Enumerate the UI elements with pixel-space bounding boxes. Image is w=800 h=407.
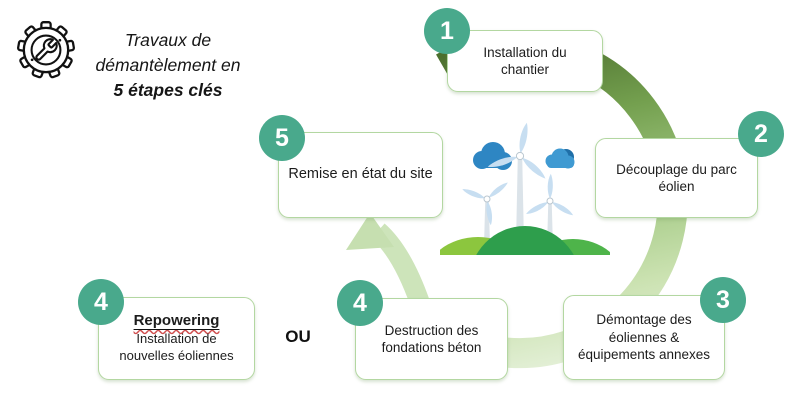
step-label-line: Découplage du parc [616,161,737,177]
page-title: Travaux de démantèlement en 5 étapes clé… [68,28,268,103]
step-label-line: éoliennes & [608,329,680,345]
title-line-emphasis: 5 étapes clés [113,80,223,100]
title-line: Travaux de [124,30,212,50]
step-label-line: Installation du [483,44,567,60]
hills [440,226,610,255]
step-label-line: chantier [500,62,550,77]
wind-turbines-illustration [440,122,610,255]
step-label-line: équipements annexes [577,347,711,363]
or-connector-label: OU [285,327,311,346]
step-number-badge-repowering: 4 [78,279,124,325]
step-label-line: fondations béton [381,340,482,355]
step-box-5: Remise en état du site [278,132,443,218]
step-label-line: éolien [658,179,695,194]
step-label-line: Installation de [136,331,217,347]
cloud-icon [545,148,575,169]
step-number-badge-2: 2 [738,111,784,157]
step-number-badge-3: 3 [700,277,746,323]
step-box-1: Installation du chantier [447,30,603,92]
step-number-badge-1: 1 [424,8,470,54]
repowering-title: Repowering [133,311,220,329]
gear-wrench-icon [16,21,76,79]
step-label-line: Remise en état du site [288,166,433,183]
title-line: démantèlement en [95,55,241,75]
step-label-line: Démontage des [596,312,692,328]
step-box-repowering: Repowering Installation de nouvelles éol… [98,297,255,380]
step-number-badge-4: 4 [337,280,383,326]
step-number-badge-5: 5 [259,115,305,161]
step-label-line: Destruction des [384,322,479,338]
step-label-line: nouvelles éoliennes [119,347,234,363]
step-box-2: Découplage du parc éolien [595,138,758,218]
